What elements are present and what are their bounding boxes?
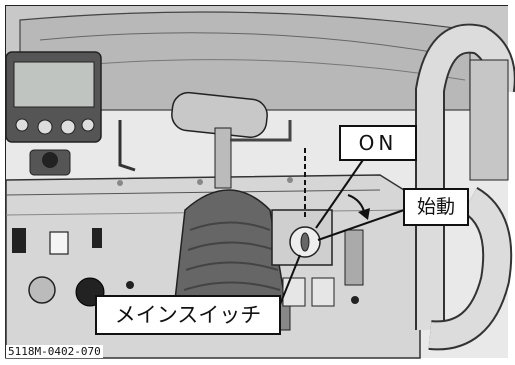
callout-start: 始動: [403, 188, 469, 226]
handrail: [415, 23, 515, 351]
figure-code: 5118M-0402-070: [6, 345, 103, 358]
callout-on: ON: [339, 125, 417, 161]
monitor-display: [5, 51, 102, 143]
callout-main-switch: メインスイッチ: [95, 295, 281, 335]
main-switch: [271, 209, 364, 307]
